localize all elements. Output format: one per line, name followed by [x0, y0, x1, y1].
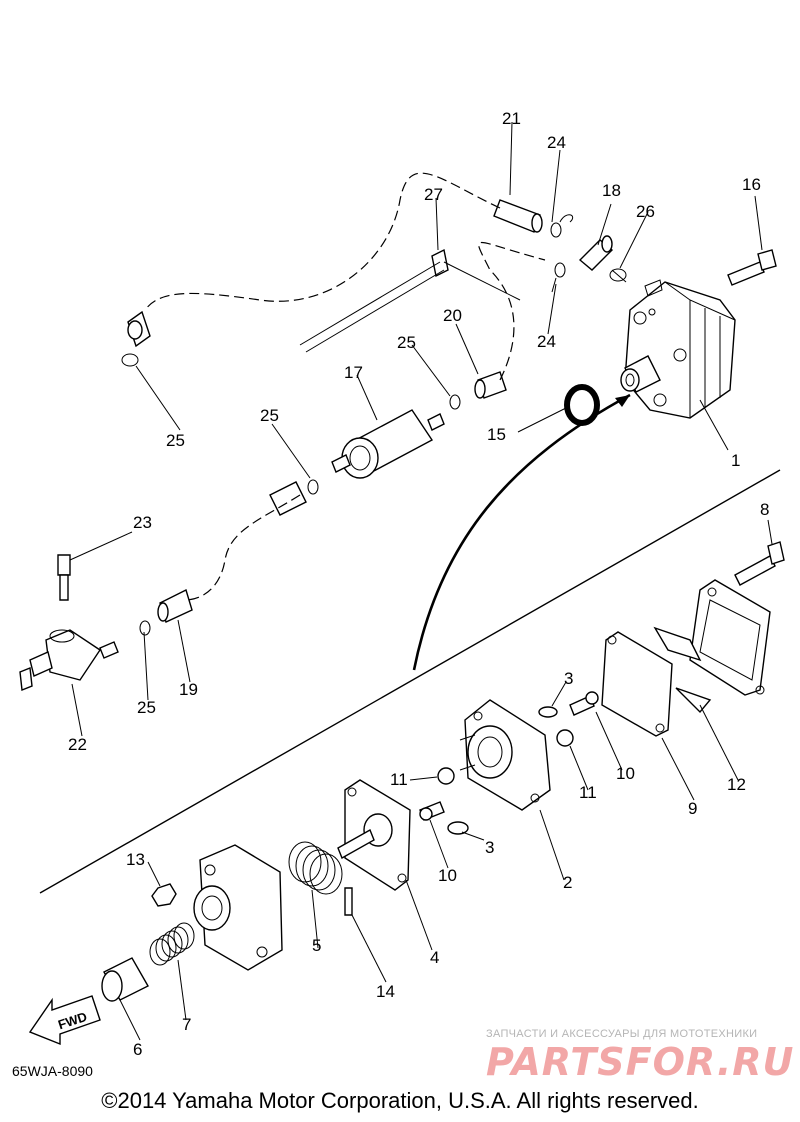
screw-10-lower [419, 801, 445, 821]
callout-10-upper: 10 [616, 764, 635, 783]
screw-10-upper [569, 691, 599, 716]
callout-21: 21 [502, 109, 521, 128]
explode-link-curve [412, 393, 631, 671]
callout-11-left: 11 [390, 770, 408, 789]
callout-23: 23 [133, 513, 152, 532]
clamp-24-upper [550, 214, 574, 238]
callout-6: 6 [133, 1040, 142, 1059]
leader-lines [69, 121, 773, 1041]
explode-link-arrowhead [615, 395, 630, 407]
callout-8: 8 [760, 500, 769, 519]
callout-19: 19 [179, 680, 198, 699]
callout-24-upper: 24 [547, 133, 566, 152]
section-divider-line [39, 469, 781, 894]
hose-21 [144, 172, 543, 311]
callout-25-middle: 25 [260, 406, 279, 425]
diaphragm-4 [337, 779, 411, 891]
reed-valve-3-upper [538, 706, 558, 718]
fwd-arrow-icon: FWD [28, 995, 101, 1046]
callout-12: 12 [727, 775, 746, 794]
tie-wrap-27 [299, 248, 521, 353]
callout-4: 4 [430, 948, 439, 967]
nut-11-right [556, 729, 574, 747]
callout-2: 2 [563, 873, 572, 892]
callout-20: 20 [443, 306, 462, 325]
callout-25-upper: 25 [397, 333, 416, 352]
pin-14 [344, 887, 353, 916]
clamp-24-lower [551, 262, 566, 293]
pump-body-2 [459, 699, 551, 811]
callout-11-right: 11 [579, 783, 597, 802]
callout-27: 27 [424, 185, 443, 204]
callout-5: 5 [312, 936, 321, 955]
watermark-tagline: ЗАПЧАСТИ И АКСЕССУАРЫ ДЛЯ МОТОТЕХНИКИ [486, 1028, 758, 1040]
o-ring [564, 384, 600, 426]
bolt-8 [734, 541, 785, 586]
callout-17: 17 [344, 363, 363, 382]
callout-16: 16 [742, 175, 761, 194]
bolt-16 [727, 249, 777, 286]
bolt-23 [57, 554, 71, 601]
clip-26 [609, 268, 627, 283]
callout-25-lower: 25 [137, 698, 156, 717]
callout-22: 22 [68, 735, 87, 754]
flow-arrow-upper [653, 626, 702, 662]
spring-7 [149, 922, 195, 966]
fuel-filter [331, 409, 445, 479]
plunger-6 [101, 957, 149, 1002]
callout-9: 9 [688, 799, 697, 818]
callout-3-upper: 3 [564, 669, 573, 688]
callout-7: 7 [182, 1015, 191, 1034]
spring-5 [288, 841, 343, 895]
callout-14: 14 [376, 982, 395, 1001]
pump-cover [193, 844, 283, 971]
callout-1: 1 [731, 451, 740, 470]
sleeve-18 [578, 235, 614, 271]
nut-11-left [437, 767, 455, 785]
diagram-code: 65WJA-8090 [12, 1063, 93, 1079]
callout-18: 18 [602, 181, 621, 200]
hose-segment-19 [139, 479, 319, 636]
flow-arrow-lower [675, 687, 712, 714]
callout-10-lower: 10 [438, 866, 457, 885]
callout-15: 15 [487, 425, 506, 444]
gasket-12 [689, 579, 771, 696]
hose-20 [474, 241, 546, 399]
nut-13 [151, 883, 177, 907]
copyright-notice: ©2014 Yamaha Motor Corporation, U.S.A. A… [101, 1088, 699, 1113]
watermark-logo: PARTSFOR.RU [486, 1040, 795, 1084]
callout-25-left: 25 [166, 431, 185, 450]
callout-26: 26 [636, 202, 655, 221]
fuel-valve-22 [19, 629, 119, 691]
fuel-pump-assembly [620, 279, 736, 419]
reed-valve-3-lower [447, 821, 469, 835]
diaphragm-9 [601, 631, 673, 737]
callout-labels: 1 2 3 3 4 5 6 7 8 9 10 10 11 11 12 13 14… [12, 109, 769, 1079]
callout-24-lower: 24 [537, 332, 556, 351]
hose-end-left [121, 310, 151, 367]
callout-3-lower: 3 [485, 838, 494, 857]
clamp-25-upper [449, 394, 461, 410]
callout-13: 13 [126, 850, 145, 869]
